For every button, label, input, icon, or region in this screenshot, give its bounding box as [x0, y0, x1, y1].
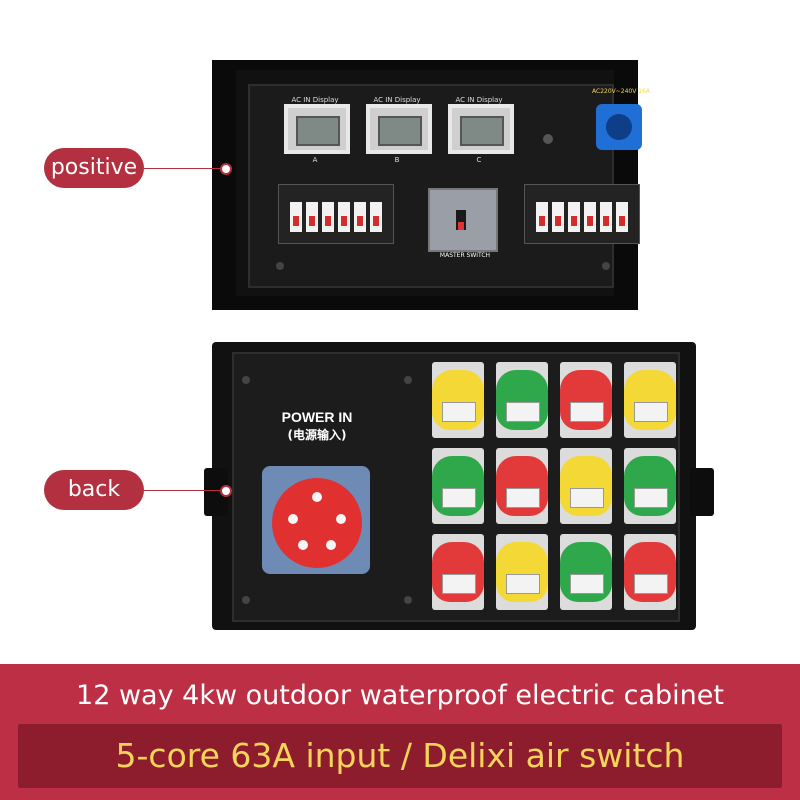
meter-c-display — [448, 104, 514, 154]
meter-a-display — [284, 104, 350, 154]
socket-rating-tag — [506, 488, 540, 508]
output-socket-3[interactable] — [560, 362, 612, 438]
screw — [276, 262, 284, 270]
indicator-lamp — [543, 134, 553, 144]
breaker-left-5[interactable] — [354, 202, 366, 232]
breaker-right-6[interactable] — [616, 202, 628, 232]
screw — [242, 376, 250, 384]
output-socket-8[interactable] — [624, 448, 676, 524]
socket-rating-tag — [506, 402, 540, 422]
caption-subtitle: 5-core 63A input / Delixi air switch — [115, 736, 685, 775]
positive-callout: positive — [44, 148, 144, 188]
output-socket-6[interactable] — [496, 448, 548, 524]
meter-c-phase: C — [476, 156, 482, 164]
socket-rating-tag — [634, 574, 668, 594]
output-socket-1[interactable] — [432, 362, 484, 438]
output-socket-12[interactable] — [624, 534, 676, 610]
back-pointer-dot — [220, 485, 232, 497]
breaker-right-5[interactable] — [600, 202, 612, 232]
breaker-left-1[interactable] — [290, 202, 302, 232]
screw — [404, 596, 412, 604]
plug-pin — [298, 540, 308, 550]
right-handle[interactable] — [690, 468, 714, 516]
plug-pin — [336, 514, 346, 524]
positive-pointer-line — [144, 168, 224, 169]
screw — [602, 262, 610, 270]
output-socket-9[interactable] — [432, 534, 484, 610]
plug-pin — [288, 514, 298, 524]
front-cabinet-bottom-rail — [212, 296, 638, 310]
socket-rating-tag — [570, 574, 604, 594]
breaker-left-6[interactable] — [370, 202, 382, 232]
blue-power-socket[interactable] — [596, 104, 642, 150]
socket-rating-tag — [570, 402, 604, 422]
positive-pointer-dot — [220, 163, 232, 175]
output-socket-7[interactable] — [560, 448, 612, 524]
screw — [242, 596, 250, 604]
output-socket-5[interactable] — [432, 448, 484, 524]
front-cabinet-left-rail — [212, 60, 236, 310]
socket-rating-tag — [442, 574, 476, 594]
meter-a-title: AC IN Display — [291, 96, 339, 104]
power-in-subtitle: (电源输入) — [287, 428, 347, 442]
meter-c-title: AC IN Display — [455, 96, 503, 104]
caption-highlight-box — [18, 724, 782, 788]
back-pointer-line — [144, 490, 224, 491]
meter-b-display — [366, 104, 432, 154]
output-socket-10[interactable] — [496, 534, 548, 610]
breaker-left-4[interactable] — [338, 202, 350, 232]
output-socket-11[interactable] — [560, 534, 612, 610]
master-switch[interactable] — [428, 188, 498, 252]
power-inlet-plug[interactable] — [272, 478, 362, 568]
output-socket-2[interactable] — [496, 362, 548, 438]
output-socket-4[interactable] — [624, 362, 676, 438]
socket-rating-tag — [634, 402, 668, 422]
socket-rating-label: AC220V~240V 16A — [592, 88, 650, 95]
breaker-right-3[interactable] — [568, 202, 580, 232]
back-callout: back — [44, 470, 144, 510]
caption-title: 12 way 4kw outdoor waterproof electric c… — [76, 680, 724, 711]
socket-rating-tag — [634, 488, 668, 508]
socket-rating-tag — [570, 488, 604, 508]
plug-pin — [326, 540, 336, 550]
front-cabinet-top-rail — [212, 60, 638, 70]
socket-rating-tag — [442, 488, 476, 508]
master-switch-label: MASTER SWITCH — [439, 252, 491, 259]
breaker-right-2[interactable] — [552, 202, 564, 232]
breaker-left-3[interactable] — [322, 202, 334, 232]
breaker-left-2[interactable] — [306, 202, 318, 232]
socket-rating-tag — [506, 574, 540, 594]
meter-b-phase: B — [394, 156, 400, 164]
breaker-right-4[interactable] — [584, 202, 596, 232]
socket-rating-tag — [442, 402, 476, 422]
power-in-title: POWER IN — [281, 409, 353, 425]
power-in-label: POWER IN (电源输入) — [272, 408, 362, 444]
master-switch-lever[interactable] — [456, 210, 466, 230]
screw — [404, 376, 412, 384]
meter-a-phase: A — [312, 156, 318, 164]
breaker-right-1[interactable] — [536, 202, 548, 232]
meter-b-title: AC IN Display — [373, 96, 421, 104]
plug-pin — [312, 492, 322, 502]
